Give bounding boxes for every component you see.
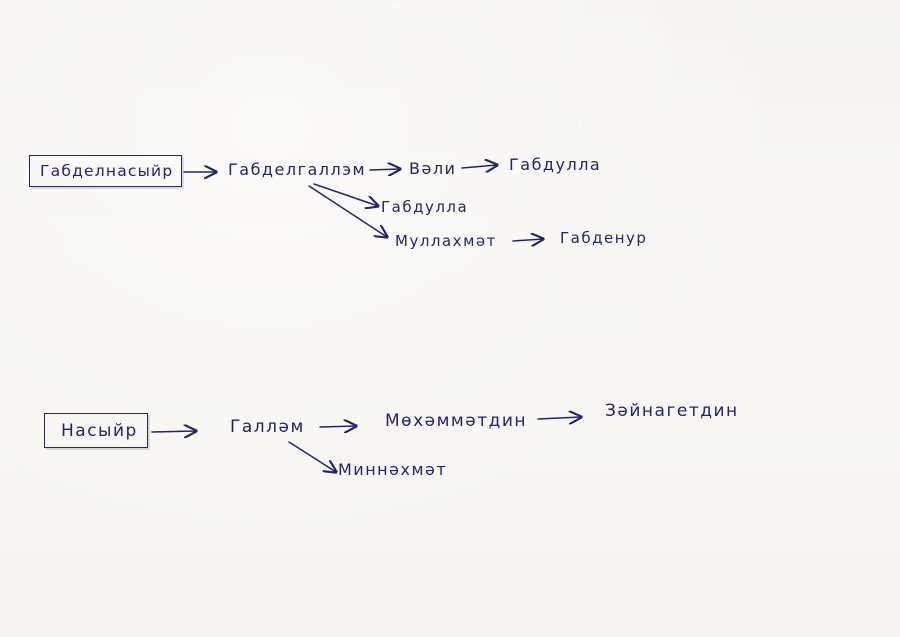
root-node-nasyir: Насыйр [44, 413, 148, 448]
arrow-vali-to-gabdulla [461, 165, 497, 168]
root-node-gabdelnasyir: Габделнасыйр [29, 155, 183, 187]
node-gabdelgallam: Габделгаллэм [228, 160, 367, 179]
arrow-gabdelgallam-to-vali [369, 169, 400, 170]
arrow-mohammatdin-to-zainagetdin [537, 417, 581, 419]
node-zainagetdin: Зәйнагетдин [605, 401, 739, 421]
node-gabdulla-1: Габдулла [509, 155, 602, 174]
node-gabdulla-2: Габдулла [381, 198, 469, 216]
node-mohammatdin: Мөхәммәтдин [385, 411, 528, 431]
arrow-root2-to-gallam [151, 431, 196, 432]
node-mullahmat: Муллахмәт [395, 232, 497, 250]
node-vali: Вәли [409, 159, 457, 178]
arrow-gabdelgallam-to-gabdulla [313, 183, 378, 206]
arrow-gallam-to-minnahmat [288, 441, 336, 472]
arrow-mullahmat-to-gabdenur [512, 239, 543, 241]
node-gallam: Галләм [230, 417, 305, 437]
arrow-gabdelgallam-to-mullahmat [308, 185, 387, 237]
node-minnahmat: Миннәхмәт [338, 460, 448, 479]
arrow-gallam-to-mohammatdin [319, 426, 356, 427]
node-gabdenur: Габденур [560, 229, 648, 247]
